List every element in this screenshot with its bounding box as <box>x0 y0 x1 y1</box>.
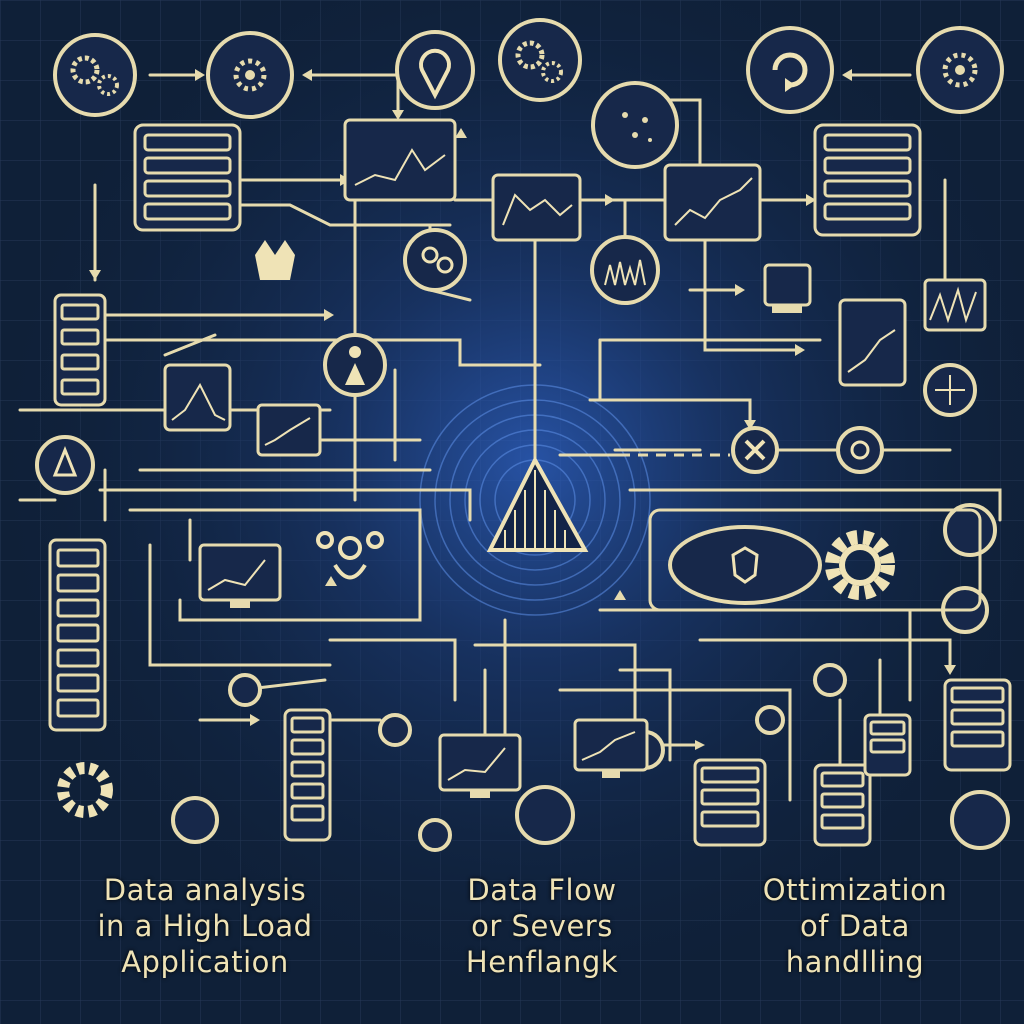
refresh-node <box>746 26 834 114</box>
location-pin-node <box>395 30 475 110</box>
gear-node-top-left <box>53 33 137 117</box>
server-icon <box>863 713 912 777</box>
caption-middle-line-3: Henflangk <box>465 945 619 979</box>
gear-node-top-center <box>498 18 582 102</box>
gear-node-top-right <box>916 26 1004 114</box>
chart-icon <box>923 278 987 332</box>
caption-right-line-2: of Data <box>800 909 910 943</box>
drop-node-left <box>35 435 95 495</box>
server-icon <box>53 293 107 407</box>
triangle-hub-icon <box>486 455 589 552</box>
caption-left-line-1: Data analysis <box>103 873 307 907</box>
chart-icon <box>838 298 907 387</box>
chart-icon <box>343 118 457 202</box>
gear-node-top-left-2 <box>206 31 294 119</box>
small-circle-nodes <box>171 663 1010 852</box>
user-icon-node <box>323 333 387 397</box>
caption-middle-line-2: or Severs <box>471 909 613 943</box>
optimization-panel <box>648 508 982 612</box>
target-node <box>836 426 884 474</box>
chart-icon <box>163 363 232 432</box>
chart-icon <box>663 163 762 242</box>
monitor-icon <box>763 263 812 313</box>
monitor-icon <box>198 543 282 608</box>
server-icon <box>48 538 107 732</box>
close-node <box>731 426 779 474</box>
caption-right-line-3: handlling <box>785 945 925 979</box>
caption-right: Ottimization of Data handlling <box>690 872 1020 980</box>
face-icon <box>316 531 384 580</box>
crown-icon <box>255 240 295 280</box>
caption-left-line-3: Application <box>121 945 289 979</box>
dots-node-top <box>591 81 679 169</box>
monitor-icon <box>573 718 649 778</box>
caption-middle-line-1: Data Flow <box>467 873 617 907</box>
user-node-center <box>403 228 467 292</box>
caption-right-line-1: Ottimization <box>762 873 948 907</box>
arrowheads <box>89 69 956 750</box>
monitor-icon <box>438 733 522 798</box>
caption-middle: Data Flow or Severs Henflangk <box>412 872 672 980</box>
server-icon <box>813 763 872 847</box>
globe-node-right <box>923 363 977 417</box>
caption-left-line-2: in a High Load <box>97 909 313 943</box>
gear-icon-large <box>825 530 895 600</box>
server-icon <box>133 123 242 232</box>
server-icon <box>693 758 767 847</box>
chart-icon <box>491 173 582 242</box>
caption-left: Data analysis in a High Load Application <box>40 872 370 980</box>
server-icon <box>283 708 332 842</box>
server-icon <box>943 678 1012 772</box>
gear-node-bottom-left <box>57 762 113 818</box>
chart-icon <box>256 403 322 457</box>
server-icon <box>813 123 922 237</box>
chart-node-circle <box>590 235 660 305</box>
